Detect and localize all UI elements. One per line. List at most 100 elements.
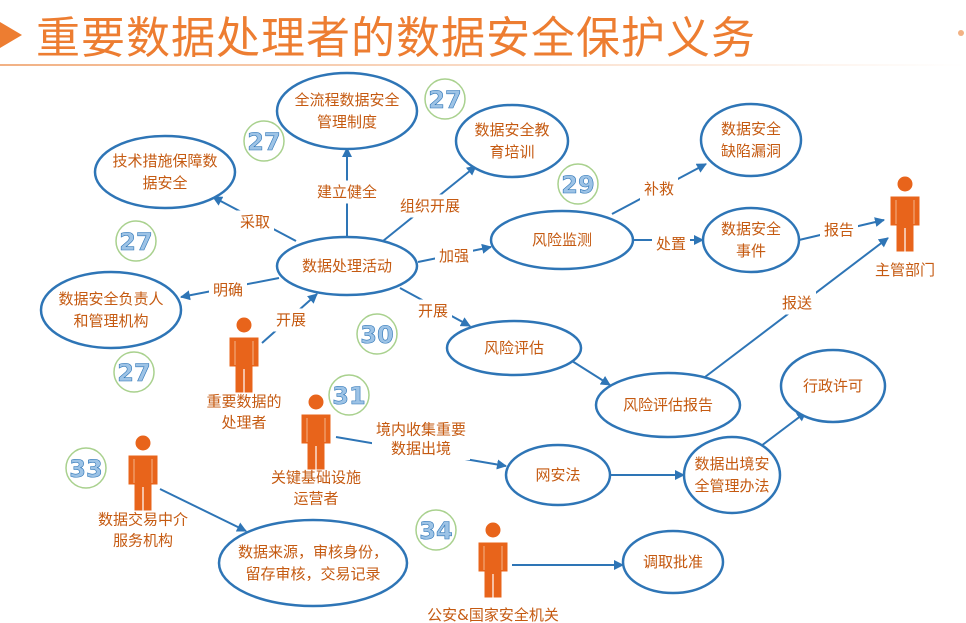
title-divider <box>0 64 966 66</box>
node-fuzeren: 数据安全负责人和管理机构 <box>39 270 183 350</box>
edge-guanjian-wanganfa: 境内收集重要数据出境 <box>335 418 507 470</box>
badge-number: 27 <box>247 128 280 156</box>
edge-label-bg <box>414 299 452 323</box>
edge-label: 组织开展 <box>400 197 460 215</box>
badge-number: 27 <box>117 359 150 387</box>
node-ellipse <box>93 134 237 210</box>
node-jiaoyu: 数据安全教育培训 <box>454 103 570 179</box>
node-quexian: 数据安全缺陷漏洞 <box>699 102 803 178</box>
node-ellipse <box>454 103 570 179</box>
person-icon <box>300 393 332 471</box>
edge-label: 境内收集重要数据出境 <box>376 421 466 458</box>
badge-b30: 30 <box>356 313 398 355</box>
node-jiance: 风险监测 <box>489 209 635 271</box>
person-icon <box>228 316 260 394</box>
edge-arrow <box>159 488 247 532</box>
edge-label: 建立健全 <box>317 183 377 201</box>
node-ellipse <box>275 235 419 297</box>
badge-ring <box>424 78 466 120</box>
person-icon <box>127 434 159 512</box>
node-ellipse <box>594 371 742 439</box>
edge-label-bg <box>778 291 816 315</box>
edge-label-bg <box>236 210 274 234</box>
edge-label: 报告 <box>824 221 854 239</box>
node-ellipse <box>39 270 183 350</box>
badge-ring <box>113 351 155 393</box>
edge-jiaoyi-laiyuan <box>159 488 247 532</box>
badge-ring <box>115 220 157 262</box>
nodes-layer: 全流程数据安全管理制度数据安全教育培训技术措施保障数据安全数据安全缺陷漏洞数据安… <box>39 71 887 608</box>
node-laiyuan: 数据来源，审核身份，留存审核，交易记录 <box>217 518 409 608</box>
edge-label: 明确 <box>213 281 243 299</box>
edge-label-bg <box>372 418 470 460</box>
edge-chulizhe-huodong: 开展 <box>261 293 318 344</box>
edge-arrow <box>760 411 807 447</box>
edge-label-bg <box>313 180 381 204</box>
edge-shijian-zhuguan: 报告 <box>798 217 885 242</box>
edge-jiance-quexian: 补救 <box>611 163 707 215</box>
badge-b27a: 27 <box>424 78 466 120</box>
badge-ring <box>65 447 107 489</box>
corner-dot <box>958 30 964 36</box>
badge-b34: 34 <box>415 509 457 551</box>
node-label: 风险监测 <box>532 231 592 249</box>
edge-label: 补救 <box>644 180 674 198</box>
edge-label-bg <box>272 308 310 332</box>
edge-label: 加强 <box>439 247 469 265</box>
actor-gongan: 公安&国家安全机关 <box>427 521 559 623</box>
edge-label: 采取 <box>240 213 270 231</box>
edge-arrow <box>571 360 611 386</box>
edge-baogao-zhuguan: 报送 <box>704 237 889 378</box>
actor-label: 关键基础设施运营者 <box>271 469 361 508</box>
node-label: 数据出境安全管理办法 <box>694 455 769 495</box>
node-label: 数据安全事件 <box>721 220 781 260</box>
actor-guanjian: 关键基础设施运营者 <box>271 393 361 508</box>
title-arrow-icon <box>0 22 22 48</box>
node-huodong: 数据处理活动 <box>275 235 419 297</box>
edge-huodong-jishu: 采取 <box>212 196 297 242</box>
edge-label: 报送 <box>782 294 812 312</box>
badge-ring <box>243 120 285 162</box>
edge-chujing-xingzheng <box>760 411 807 447</box>
badge-number: 34 <box>419 517 452 545</box>
person-icon <box>889 175 921 253</box>
node-ellipse <box>699 102 803 178</box>
edge-label: 开展 <box>276 311 306 329</box>
node-baogao: 风险评估报告 <box>594 371 742 439</box>
badge-number: 27 <box>119 228 152 256</box>
person-icon <box>477 521 509 599</box>
actor-label: 主管部门 <box>875 261 935 279</box>
node-quanliucheng: 全流程数据安全管理制度 <box>275 71 419 151</box>
node-ellipse <box>275 71 419 151</box>
slide-title: 重要数据处理者的数据安全保护义务 <box>36 13 756 64</box>
edge-huodong-jiance: 加强 <box>417 243 492 268</box>
node-ellipse <box>489 209 635 271</box>
edge-label-bg <box>396 194 464 218</box>
node-ellipse <box>621 529 725 595</box>
node-jishu: 技术措施保障数据安全 <box>93 134 237 210</box>
edge-label: 开展 <box>418 302 448 320</box>
badge-number: 31 <box>332 382 365 410</box>
badge-b33: 33 <box>65 447 107 489</box>
node-chujing: 数据出境安全管理办法 <box>682 435 782 515</box>
edge-huodong-pinggu: 开展 <box>399 287 471 327</box>
node-diaoqu: 调取批准 <box>621 529 725 595</box>
actor-label: 公安&国家安全机关 <box>427 606 559 623</box>
node-ellipse <box>445 319 583 377</box>
node-label: 数据安全缺陷漏洞 <box>721 120 781 160</box>
actor-zhuguan: 主管部门 <box>875 175 935 279</box>
edge-jiance-shijian: 处置 <box>633 232 704 256</box>
actor-chulizhe: 重要数据的处理者 <box>206 316 282 432</box>
node-ellipse <box>779 348 887 424</box>
actor-label: 数据交易中介服务机构 <box>98 511 188 550</box>
node-ellipse <box>217 518 409 608</box>
badge-b27c: 27 <box>115 220 157 262</box>
node-label: 数据安全负责人和管理机构 <box>58 290 163 330</box>
node-ellipse <box>701 206 801 274</box>
badge-number: 29 <box>561 171 594 199</box>
edge-huodong-fuzeren: 明确 <box>180 277 280 302</box>
badge-ring <box>328 374 370 416</box>
